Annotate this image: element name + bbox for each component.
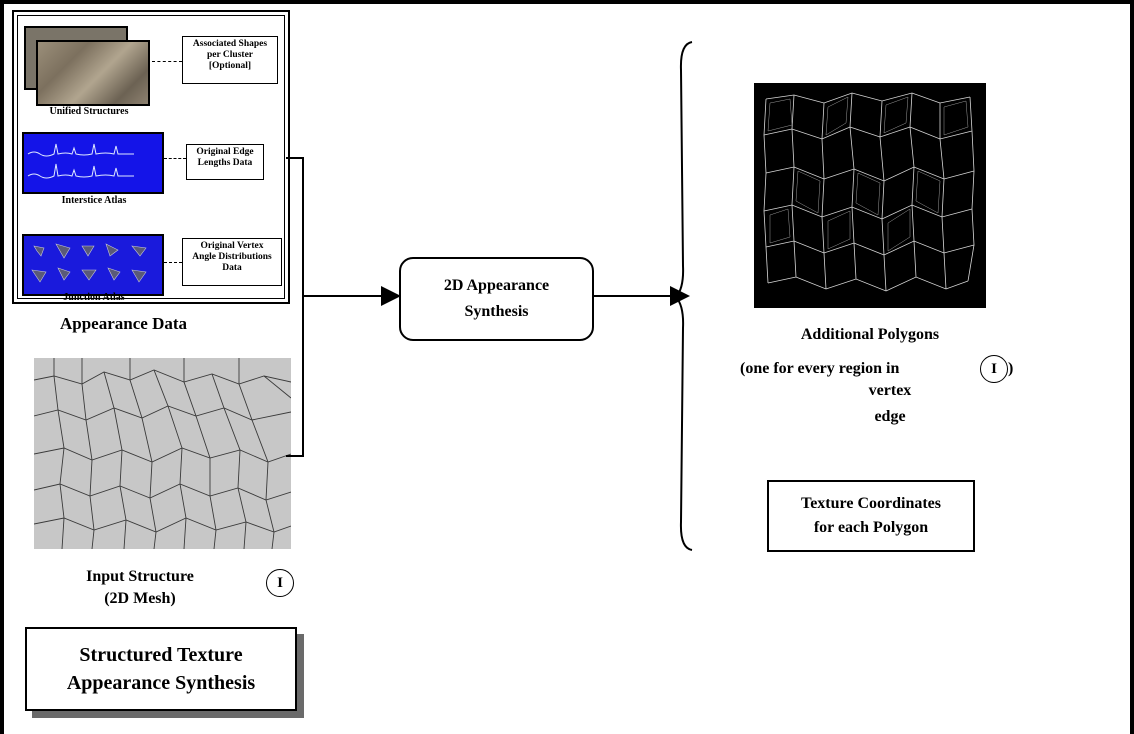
unified-structures-caption: Unified Structures [49, 106, 129, 117]
interstice-atlas-caption: Interstice Atlas [61, 195, 127, 206]
interstice-curves [27, 143, 134, 179]
appearance-data-title: Appearance Data [60, 314, 188, 333]
note-line: Associated Shapes [192, 39, 268, 49]
note-line: Data [222, 263, 242, 273]
appearance-synthesis-box: 2D Appearance Synthesis [399, 257, 594, 341]
additional-polygons-title: Additional Polygons [800, 326, 940, 343]
bracket-connector [286, 157, 304, 457]
dashed-connector [164, 158, 186, 159]
associated-shapes-note: Associated Shapes per Cluster [Optional] [182, 36, 278, 84]
frame-right-border [1130, 0, 1134, 734]
note-line: Original Edge [196, 147, 254, 157]
junction-atlas-image [22, 234, 164, 296]
edge-lengths-note: Original Edge Lengths Data [186, 144, 264, 180]
note-line: per Cluster [207, 50, 253, 60]
main-title-line1: Structured Texture [79, 644, 243, 666]
texture-line1: Texture Coordinates [801, 495, 941, 512]
output-symbol-circle: I [980, 355, 1008, 383]
synthesis-line1: 2D Appearance [443, 277, 550, 294]
note-line: Angle Distributions [192, 252, 272, 262]
frame-top-border [0, 0, 1134, 4]
frame-left-border [0, 0, 4, 734]
input-structure-title: Input Structure (2D Mesh) [60, 566, 220, 610]
note-line: Lengths Data [197, 158, 253, 168]
note-line: [Optional] [208, 61, 252, 71]
synthesis-line2: Synthesis [464, 303, 529, 320]
texture-line2: for each Polygon [813, 519, 929, 536]
interstice-atlas-image [22, 132, 164, 194]
appearance-data-panel: Unified Structures Associated Shapes per… [12, 10, 290, 304]
input-structure-line1: Input Structure [86, 568, 194, 585]
note-line: Original Vertex [200, 241, 264, 251]
junction-atlas-caption: Junction Atlas [63, 292, 125, 303]
paren-close: ) [1008, 360, 1014, 377]
appearance-data-panel-inner [17, 15, 285, 299]
additional-polygons-image [754, 83, 986, 308]
vertex-angle-note: Original Vertex Angle Distributions Data [182, 238, 282, 286]
input-mesh-image [34, 358, 291, 549]
vertex-label: vertex [868, 382, 912, 399]
output-brace [674, 41, 693, 551]
dashed-connector [152, 61, 182, 62]
input-symbol-circle: I [266, 569, 294, 597]
edge-label: edge [874, 408, 906, 425]
main-title-line2: Appearance Synthesis [66, 672, 256, 694]
main-title-box: Structured Texture Appearance Synthesis [25, 627, 297, 711]
polygons-subtitle: (one for every region in [740, 360, 900, 377]
dashed-connector [164, 262, 182, 263]
junction-shapes [31, 243, 147, 283]
input-structure-line2: (2D Mesh) [104, 590, 176, 607]
unified-structures-image [36, 40, 150, 106]
texture-coordinates-box: Texture Coordinates for each Polygon [767, 480, 975, 552]
